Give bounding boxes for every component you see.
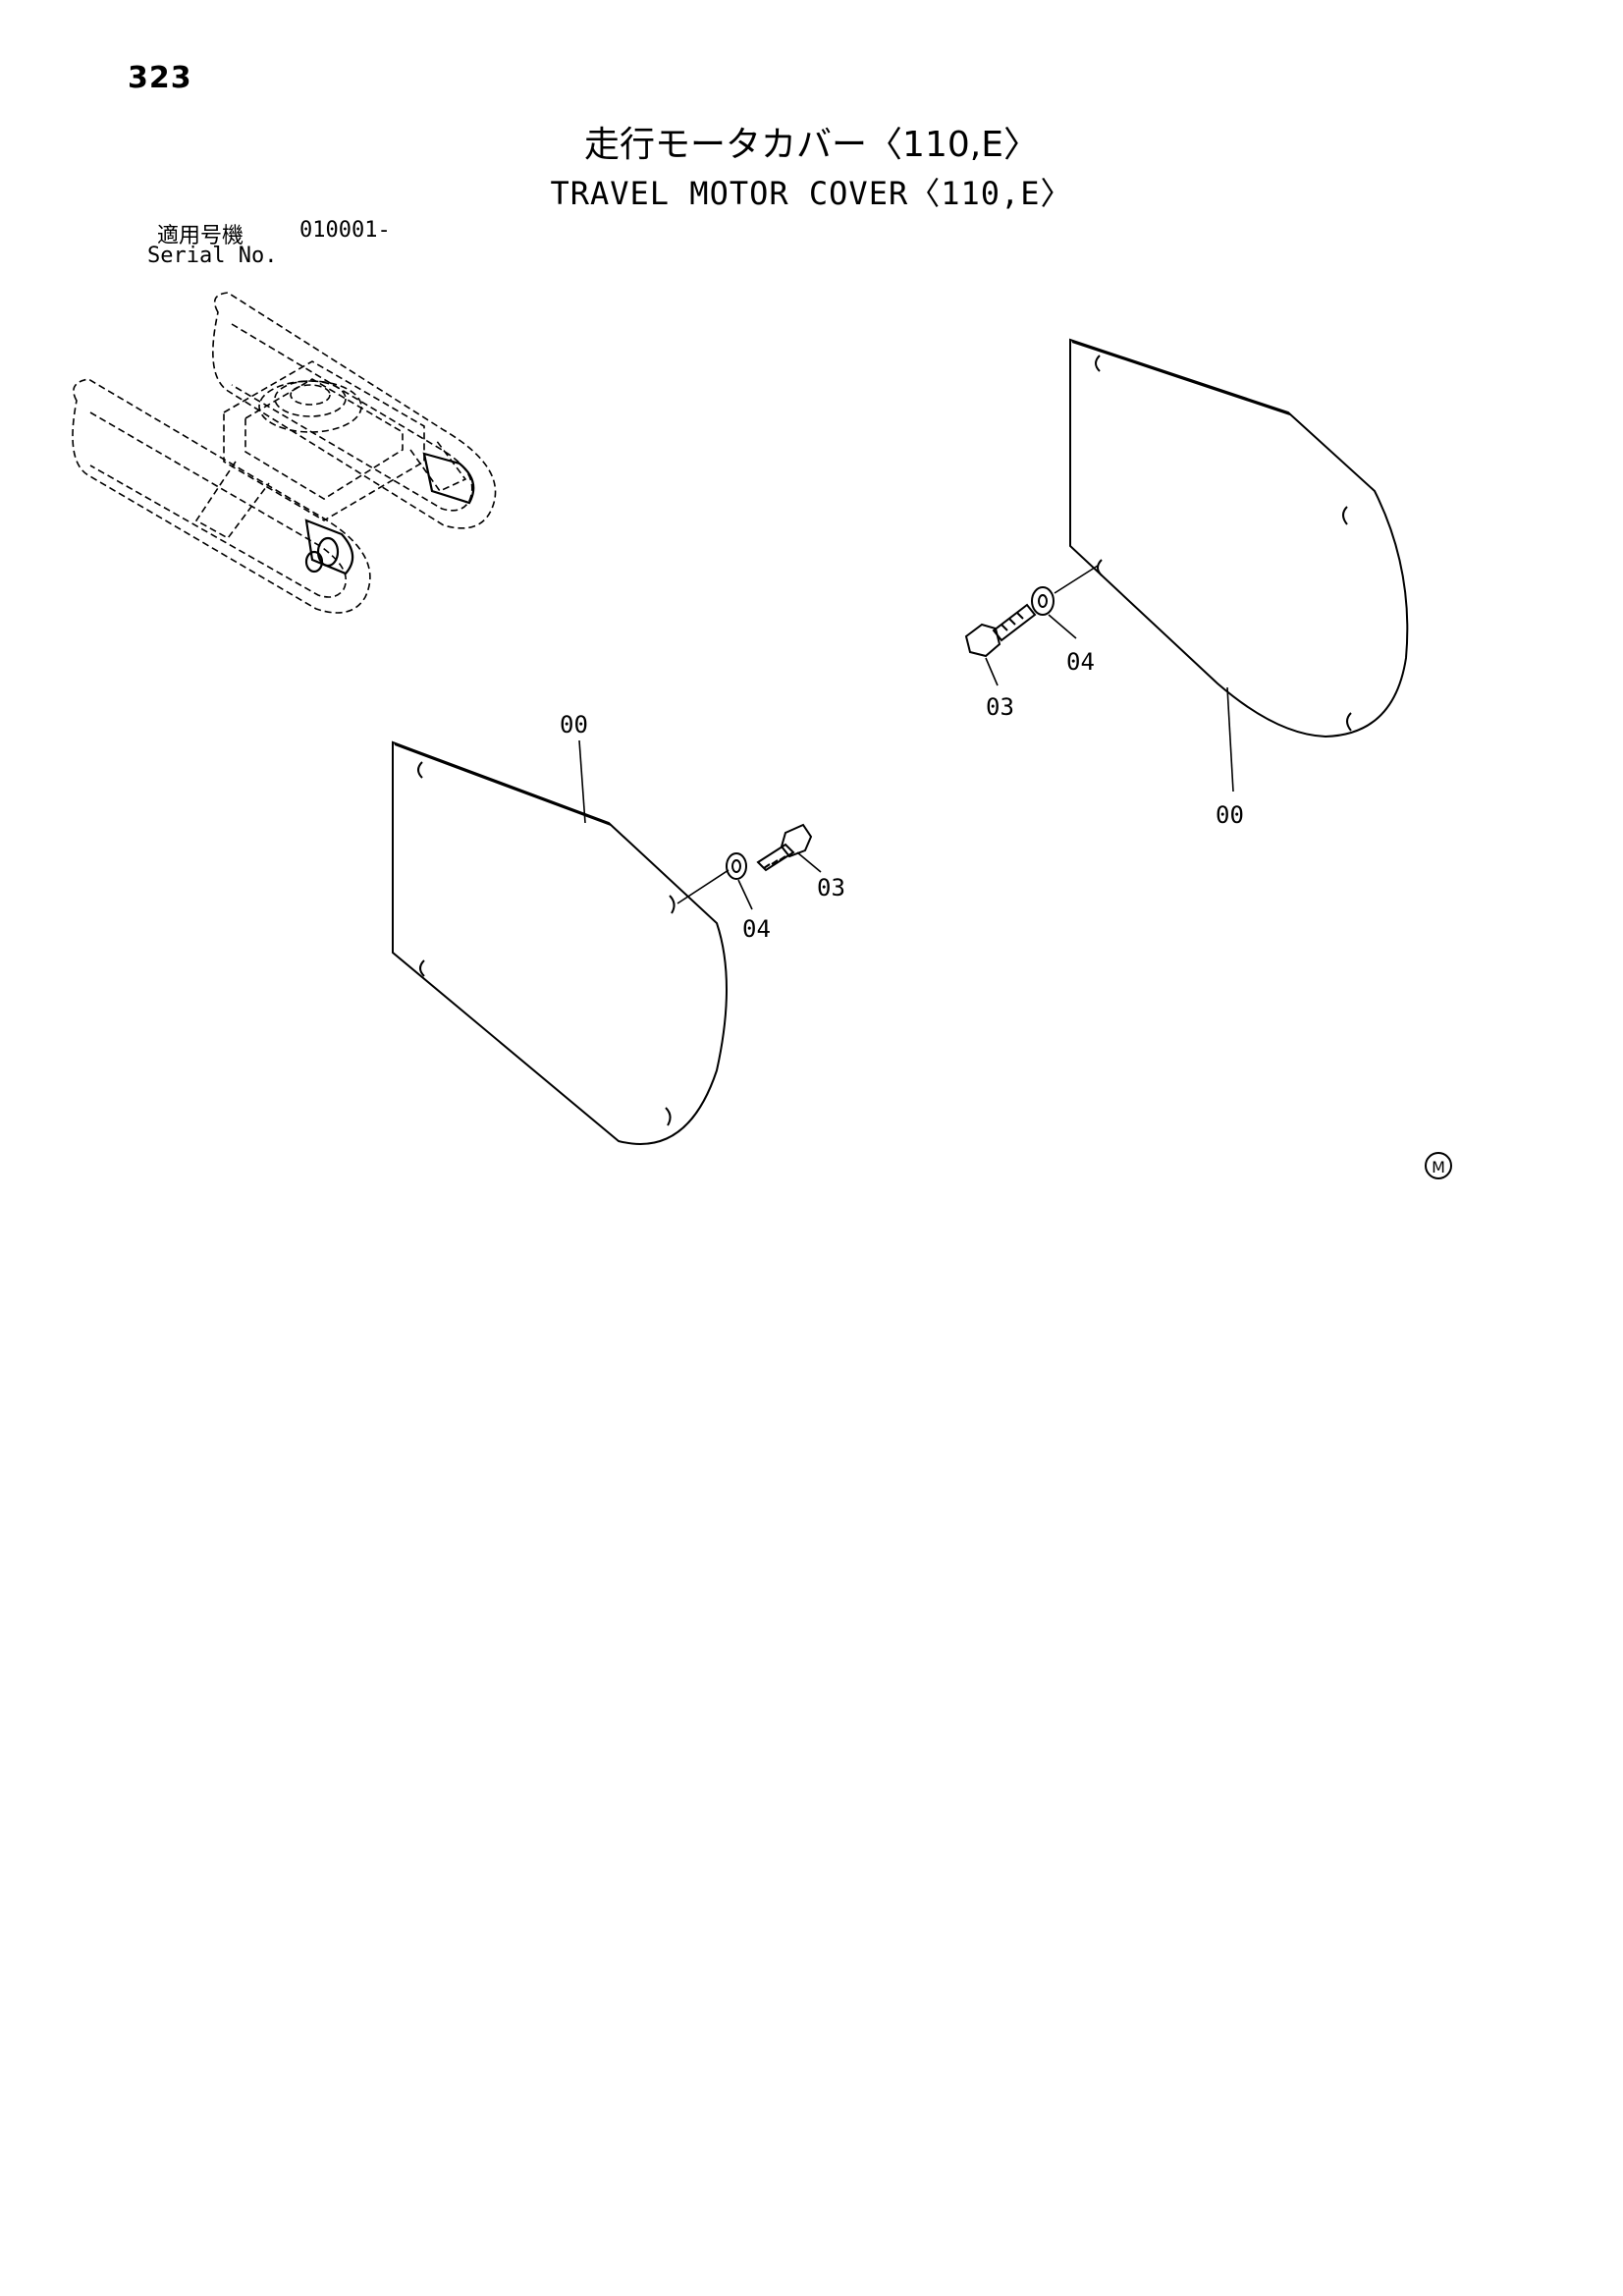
title-japanese: 走行モータカバー〈110,E〉 — [584, 125, 1039, 165]
page-number: 323 — [128, 61, 192, 95]
callout-left-04: 04 — [742, 915, 771, 943]
right-washer-04 — [1031, 586, 1055, 616]
serial-label-japanese: 適用号機 — [157, 224, 244, 248]
callout-right-00: 00 — [1216, 801, 1244, 829]
leader-left-00 — [578, 739, 586, 824]
callout-left-03: 03 — [817, 874, 845, 902]
left-bolt-03 — [756, 823, 813, 872]
model-mark: M — [1425, 1152, 1452, 1179]
right-bolt-03 — [964, 603, 1037, 658]
serial-value: 010001- — [299, 218, 391, 243]
right-motor-cover — [1069, 338, 1409, 738]
undercarriage-thumbnail — [72, 292, 497, 614]
leader-right-03 — [985, 657, 999, 686]
thumbnail-motor-covers — [304, 452, 475, 575]
title-english: TRAVEL MOTOR COVER〈110,E〉 — [550, 175, 1073, 212]
right-assembly-line — [1054, 565, 1099, 594]
left-motor-cover — [392, 740, 728, 1145]
model-mark-letter: M — [1432, 1158, 1445, 1176]
leader-right-00 — [1226, 686, 1234, 793]
leader-right-04 — [1048, 614, 1077, 639]
callout-right-04: 04 — [1066, 648, 1095, 676]
leader-left-03 — [796, 851, 822, 873]
callout-right-03: 03 — [986, 693, 1014, 721]
callout-left-00: 00 — [560, 711, 588, 738]
left-washer-04 — [726, 852, 747, 880]
leader-left-04 — [737, 879, 753, 910]
serial-label-english: Serial No. — [147, 244, 278, 268]
left-assembly-line — [676, 869, 730, 904]
